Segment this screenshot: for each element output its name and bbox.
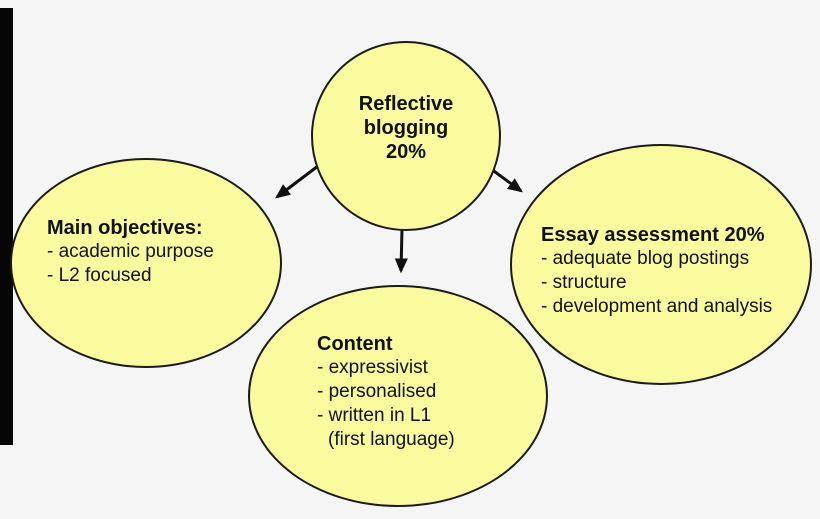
content-item: - written in L1 — [317, 405, 432, 426]
essay-assessment-item: - development and analysis — [541, 296, 773, 317]
essay-assessment-heading: Essay assessment 20% — [541, 224, 765, 246]
node-reflective-blogging: Reflective blogging 20% — [311, 41, 501, 231]
main-objectives-item: - academic purpose — [47, 241, 214, 262]
node-main-objectives-text: Main objectives: - academic purpose - L2… — [47, 216, 214, 288]
arrow-to-main-objectives — [275, 164, 319, 199]
left-pillarbox-bar — [0, 8, 13, 445]
content-item: - expressivist — [317, 357, 428, 378]
arrow-to-content — [394, 228, 408, 274]
node-essay-assessment: Essay assessment 20% - adequate blog pos… — [510, 144, 812, 385]
main-objectives-item: - L2 focused — [47, 265, 152, 286]
node-essay-assessment-text: Essay assessment 20% - adequate blog pos… — [541, 223, 772, 319]
node-content-text: Content - expressivist - personalised - … — [317, 332, 455, 452]
essay-assessment-item: - adequate blog postings — [541, 248, 750, 269]
node-reflective-blogging-text: Reflective blogging 20% — [313, 92, 499, 164]
node-content: Content - expressivist - personalised - … — [248, 285, 548, 507]
essay-assessment-item: - structure — [541, 272, 627, 293]
main-objectives-heading: Main objectives: — [47, 217, 203, 239]
content-item: - personalised — [317, 381, 437, 402]
reflective-line-3: 20% — [385, 141, 427, 163]
reflective-line-1: Reflective — [358, 93, 454, 115]
reflective-line-2: blogging — [363, 117, 449, 139]
content-heading: Content — [317, 333, 393, 355]
content-item: (first language) — [328, 429, 455, 450]
node-main-objectives: Main objectives: - academic purpose - L2… — [10, 158, 282, 368]
